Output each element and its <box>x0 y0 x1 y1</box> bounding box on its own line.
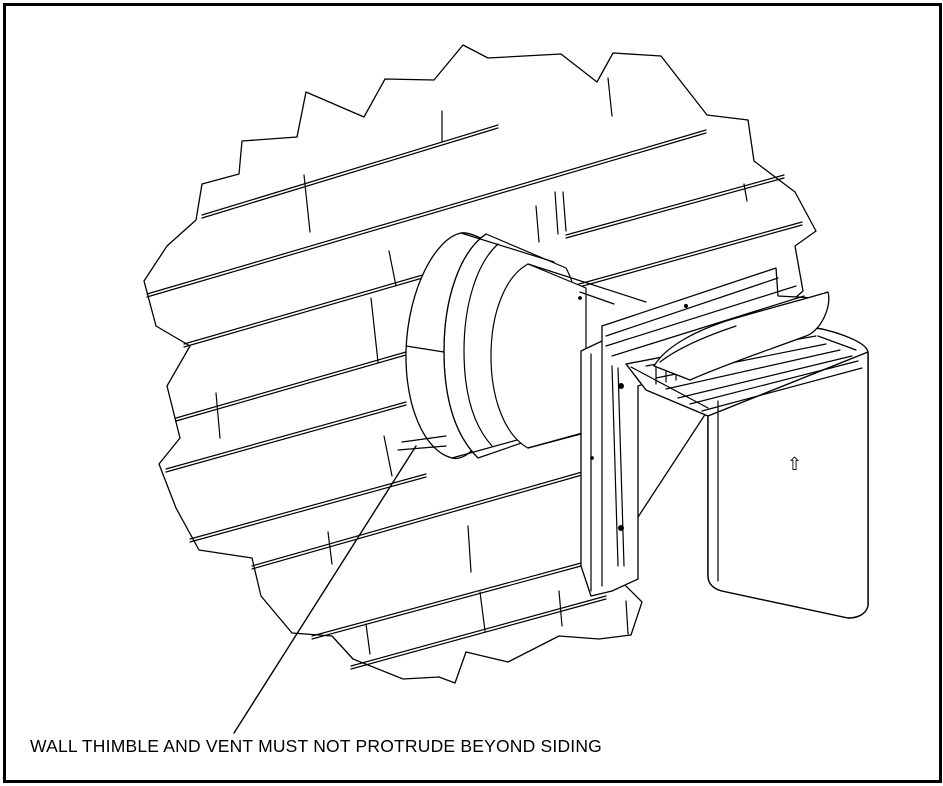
siding-joints <box>215 77 748 655</box>
vent-installation-drawing <box>143 44 869 734</box>
vent-tube <box>490 263 647 449</box>
baffle-flap <box>653 291 830 381</box>
diagram-caption: WALL THIMBLE AND VENT MUST NOT PROTRUDE … <box>30 736 602 756</box>
diagram-frame: ⇧ <box>3 3 942 783</box>
siding-courses <box>146 124 803 670</box>
vent-hood <box>625 327 869 619</box>
leader-line <box>233 445 417 734</box>
arrow-up-icon: ⇧ <box>787 454 803 475</box>
